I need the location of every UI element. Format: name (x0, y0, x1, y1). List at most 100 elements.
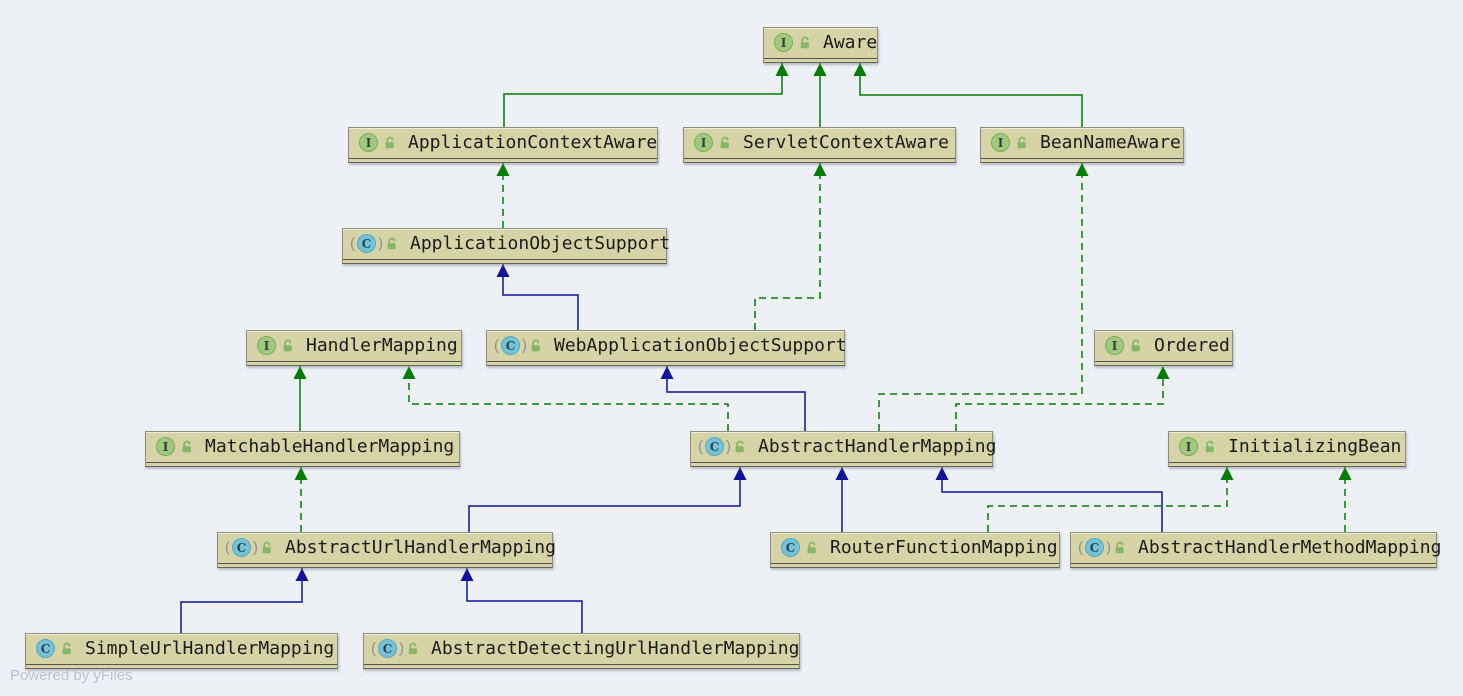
interface-icon: I (257, 336, 276, 355)
node-label: RouterFunctionMapping (830, 537, 1058, 558)
interface-icon: I (1179, 437, 1198, 456)
edge-SimpleUrlHandlerMapping-extends-AbstractUrlHandlerMapping (180, 568, 303, 633)
extends-arrowhead-icon (853, 63, 867, 76)
yfiles-watermark: Powered by yFiles (10, 667, 133, 684)
node-RouterFunctionMapping[interactable]: C RouterFunctionMapping (770, 532, 1060, 568)
open-lock-icon (807, 541, 816, 553)
implements-arrowhead-icon (813, 163, 827, 176)
abstract-paren-right: ) (726, 438, 731, 455)
edge-AbstractHandlerMapping-implements-HandlerMapping (408, 366, 729, 431)
extends-arrowhead-icon (295, 568, 309, 581)
edge-RouterFunctionMapping-implements-InitializingBean (987, 467, 1228, 532)
abstract-paren-left: ( (225, 539, 230, 556)
abstract-paren-left: ( (1078, 539, 1083, 556)
class-icon: C (1085, 538, 1104, 557)
abstract-paren-left: ( (698, 438, 703, 455)
implements-arrowhead-icon (294, 467, 308, 480)
extends-arrowhead-icon (775, 63, 789, 76)
node-ServletContextAware[interactable]: I ServletContextAware (683, 127, 956, 163)
interface-icon: I (694, 133, 713, 152)
node-label: AbstractHandlerMethodMapping (1138, 537, 1442, 558)
edge-WebApplicationObjectSupport-implements-ServletContextAware (754, 163, 821, 330)
open-lock-icon (182, 440, 191, 452)
implements-arrowhead-icon (402, 366, 416, 379)
open-lock-icon (720, 136, 729, 148)
node-ApplicationContextAware[interactable]: I ApplicationContextAware (348, 127, 658, 163)
node-InitializingBean[interactable]: I InitializingBean (1168, 431, 1406, 467)
abstract-paren-right: ) (1106, 539, 1111, 556)
node-label: Aware (823, 32, 878, 53)
open-lock-icon (1115, 541, 1124, 553)
extends-arrowhead-icon (660, 366, 674, 379)
open-lock-icon (800, 36, 809, 48)
abstract-paren-right: ) (399, 640, 404, 657)
abstract-paren-left: ( (350, 235, 355, 252)
node-label: AbstractHandlerMapping (758, 436, 997, 457)
node-WebApplicationObjectSupport[interactable]: (C)WebApplicationObjectSupport (486, 330, 847, 366)
node-SimpleUrlHandlerMapping[interactable]: C SimpleUrlHandlerMapping (25, 633, 338, 669)
node-AbstractDetectingUrlHandlerMapping[interactable]: (C)AbstractDetectingUrlHandlerMapping (363, 633, 800, 669)
edge-ApplicationContextAware-extends-Aware (503, 63, 783, 127)
open-lock-icon (1017, 136, 1026, 148)
class-icon: C (357, 234, 376, 253)
open-lock-icon (62, 642, 71, 654)
node-label: BeanNameAware (1040, 132, 1181, 153)
node-label: Ordered (1154, 335, 1230, 356)
node-label: AbstractUrlHandlerMapping (285, 537, 556, 558)
class-icon: C (232, 538, 251, 557)
interface-icon: I (156, 437, 175, 456)
node-ApplicationObjectSupport[interactable]: (C)ApplicationObjectSupport (342, 228, 671, 264)
class-icon: C (781, 538, 800, 557)
implements-arrowhead-icon (1338, 467, 1352, 480)
extends-arrowhead-icon (813, 63, 827, 76)
extends-arrowhead-icon (835, 467, 849, 480)
extends-arrowhead-icon (935, 467, 949, 480)
extends-arrowhead-icon (733, 467, 747, 480)
implements-arrowhead-icon (1220, 467, 1234, 480)
implements-arrowhead-icon (1075, 163, 1089, 176)
node-AbstractHandlerMethodMapping[interactable]: (C) AbstractHandlerMethodMapping (1070, 532, 1441, 568)
node-Aware[interactable]: I Aware (763, 27, 878, 63)
open-lock-icon (1205, 440, 1214, 452)
node-BeanNameAware[interactable]: I BeanNameAware (980, 127, 1184, 163)
class-icon: C (501, 336, 520, 355)
open-lock-icon (1131, 339, 1140, 351)
abstract-paren-right: ) (253, 539, 258, 556)
implements-arrowhead-icon (496, 163, 510, 176)
edge-AbstractHandlerMapping-implements-Ordered (955, 366, 1164, 431)
extends-arrowhead-icon (460, 568, 474, 581)
implements-arrowhead-icon (1156, 366, 1170, 379)
abstract-paren-right: ) (522, 337, 527, 354)
node-label: ServletContextAware (743, 132, 949, 153)
node-label: ApplicationContextAware (408, 132, 658, 153)
interface-icon: I (991, 133, 1010, 152)
open-lock-icon (531, 339, 540, 351)
node-label: WebApplicationObjectSupport (554, 335, 847, 356)
class-icon: C (705, 437, 724, 456)
node-AbstractUrlHandlerMapping[interactable]: (C) AbstractUrlHandlerMapping (217, 532, 556, 568)
class-icon: C (36, 639, 55, 658)
extends-arrowhead-icon (496, 264, 510, 277)
node-label: HandlerMapping (306, 335, 458, 356)
interface-icon: I (774, 33, 793, 52)
open-lock-icon (735, 440, 744, 452)
class-icon: C (378, 639, 397, 658)
node-label: ApplicationObjectSupport (410, 233, 671, 254)
edge-WebApplicationObjectSupport-extends-ApplicationObjectSupport (502, 264, 579, 330)
interface-icon: I (359, 133, 378, 152)
node-HandlerMapping[interactable]: I HandlerMapping (246, 330, 462, 366)
open-lock-icon (262, 541, 271, 553)
node-label: InitializingBean (1228, 436, 1402, 457)
node-label: AbstractDetectingUrlHandlerMapping (431, 638, 800, 659)
node-AbstractHandlerMapping[interactable]: (C) AbstractHandlerMapping (690, 431, 997, 467)
open-lock-icon (408, 642, 417, 654)
edge-AbstractHandlerMapping-implements-BeanNameAware (878, 163, 1083, 431)
edge-AbstractUrlHandlerMapping-extends-AbstractHandlerMapping (468, 467, 741, 532)
edge-AbstractHandlerMapping-extends-WebApplicationObjectSupport (666, 366, 806, 431)
open-lock-icon (385, 136, 394, 148)
edge-BeanNameAware-extends-Aware (859, 63, 1083, 127)
node-label: SimpleUrlHandlerMapping (85, 638, 335, 659)
